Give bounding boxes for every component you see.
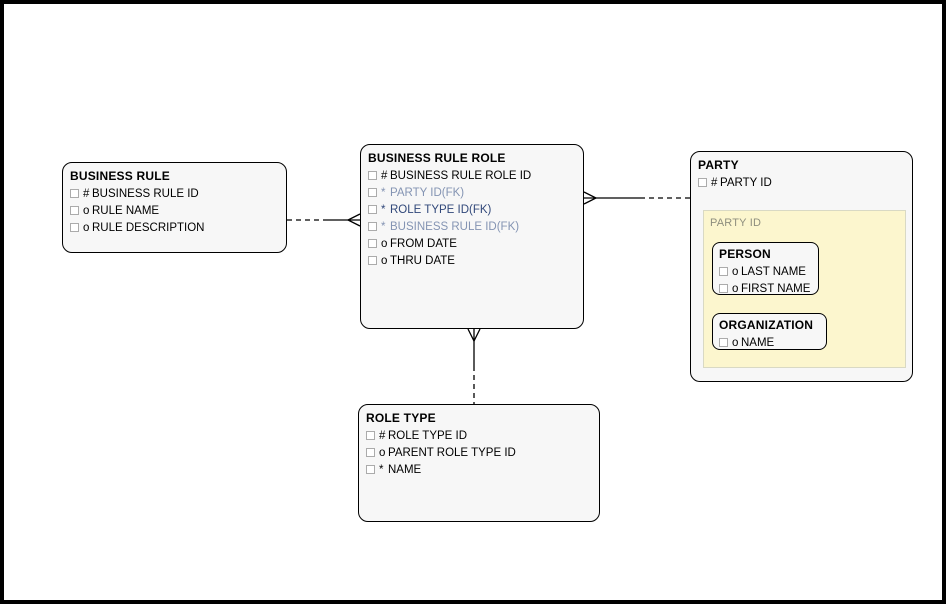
attribute-row: * ROLE TYPE ID(FK) (368, 201, 576, 218)
attribute-marker: # (83, 187, 90, 200)
attribute-row: # BUSINESS RULE ID (70, 185, 279, 202)
entity-title: ORGANIZATION (719, 318, 814, 332)
attribute-marker: * (379, 463, 384, 476)
attribute-label: ROLE TYPE ID (388, 429, 468, 442)
crow-foot-icon (346, 213, 361, 227)
attribute-label: FIRST NAME (741, 282, 811, 295)
checkbox-icon[interactable] (368, 205, 377, 214)
relationship-business-rule-role-to-party[interactable] (583, 191, 690, 205)
entity-role-type[interactable]: ROLE TYPE # ROLE TYPE ID o PARENT ROLE T… (358, 404, 600, 522)
checkbox-icon[interactable] (70, 189, 79, 198)
attribute-row: o THRU DATE (368, 252, 576, 269)
relationship-business-rule-role-to-role-type[interactable] (467, 328, 481, 404)
attribute-marker: o (381, 237, 388, 250)
attribute-row: o RULE DESCRIPTION (70, 219, 279, 236)
checkbox-icon[interactable] (366, 465, 375, 474)
checkbox-icon[interactable] (368, 188, 377, 197)
attribute-label: PARTY ID (720, 176, 772, 189)
checkbox-icon[interactable] (719, 338, 728, 347)
attribute-row: # BUSINESS RULE ROLE ID (368, 167, 576, 184)
attribute-row: o PARENT ROLE TYPE ID (366, 444, 592, 461)
checkbox-icon[interactable] (368, 239, 377, 248)
entity-party[interactable]: PARTY # PARTY ID PARTY ID PERSON o LAST … (690, 151, 913, 382)
attribute-label: FROM DATE (390, 237, 457, 250)
subtype-area-label: PARTY ID (710, 217, 762, 229)
attribute-row: o FIRST NAME (719, 280, 812, 297)
attribute-label: BUSINESS RULE ID (92, 187, 199, 200)
attribute-marker: # (381, 169, 388, 182)
attribute-label: ROLE TYPE ID(FK) (390, 203, 492, 216)
attribute-marker: * (381, 220, 386, 233)
attribute-row: # ROLE TYPE ID (366, 427, 592, 444)
attribute-label: BUSINESS RULE ID(FK) (390, 220, 520, 233)
attribute-marker: o (83, 204, 90, 217)
attribute-label: BUSINESS RULE ROLE ID (390, 169, 532, 182)
attribute-marker: o (732, 282, 739, 295)
attribute-row: o LAST NAME (719, 263, 812, 280)
attribute-label: THRU DATE (390, 254, 455, 267)
attribute-row: * NAME (366, 461, 592, 478)
attribute-marker: o (83, 221, 90, 234)
attribute-label: NAME (741, 336, 775, 349)
attribute-label: NAME (388, 463, 422, 476)
entity-title: BUSINESS RULE ROLE (368, 151, 506, 165)
entity-title: ROLE TYPE (366, 411, 436, 425)
attribute-label: LAST NAME (741, 265, 806, 278)
checkbox-icon[interactable] (698, 178, 707, 187)
entity-title: BUSINESS RULE (70, 169, 170, 183)
checkbox-icon[interactable] (368, 171, 377, 180)
attribute-marker: o (379, 446, 386, 459)
attribute-marker: # (711, 176, 718, 189)
checkbox-icon[interactable] (366, 431, 375, 440)
attribute-marker: * (381, 203, 386, 216)
checkbox-icon[interactable] (70, 223, 79, 232)
attribute-label: RULE NAME (92, 204, 160, 217)
attribute-row: * BUSINESS RULE ID(FK) (368, 218, 576, 235)
checkbox-icon[interactable] (70, 206, 79, 215)
relationship-lines (287, 191, 690, 404)
attribute-row: # PARTY ID (698, 174, 905, 191)
checkbox-icon[interactable] (368, 222, 377, 231)
checkbox-icon[interactable] (719, 267, 728, 276)
attribute-marker: o (732, 265, 739, 278)
entity-business-rule[interactable]: BUSINESS RULE # BUSINESS RULE ID o RULE … (62, 162, 287, 253)
attribute-label: PARTY ID(FK) (390, 186, 465, 199)
entity-person[interactable]: PERSON o LAST NAME o FIRST NAME (712, 242, 819, 295)
crow-foot-icon (467, 328, 481, 343)
attribute-marker: * (381, 186, 386, 199)
entity-business-rule-role[interactable]: BUSINESS RULE ROLE # BUSINESS RULE ROLE … (360, 144, 584, 329)
attribute-row: o NAME (719, 334, 820, 351)
checkbox-icon[interactable] (366, 448, 375, 457)
party-subtype-area[interactable]: PARTY ID PERSON o LAST NAME o FIRST NAME… (703, 210, 906, 368)
entity-title: PERSON (719, 247, 771, 261)
relationship-business-rule-to-business-rule-role[interactable] (287, 213, 361, 227)
checkbox-icon[interactable] (719, 284, 728, 293)
attribute-row: o RULE NAME (70, 202, 279, 219)
attribute-row: o FROM DATE (368, 235, 576, 252)
attribute-label: RULE DESCRIPTION (92, 221, 205, 234)
attribute-marker: # (379, 429, 386, 442)
attribute-marker: o (732, 336, 739, 349)
entity-title: PARTY (698, 158, 739, 172)
attribute-marker: o (381, 254, 388, 267)
attribute-row: * PARTY ID(FK) (368, 184, 576, 201)
entity-organization[interactable]: ORGANIZATION o NAME (712, 313, 827, 350)
attribute-label: PARENT ROLE TYPE ID (388, 446, 516, 459)
crow-foot-icon (583, 191, 598, 205)
checkbox-icon[interactable] (368, 256, 377, 265)
